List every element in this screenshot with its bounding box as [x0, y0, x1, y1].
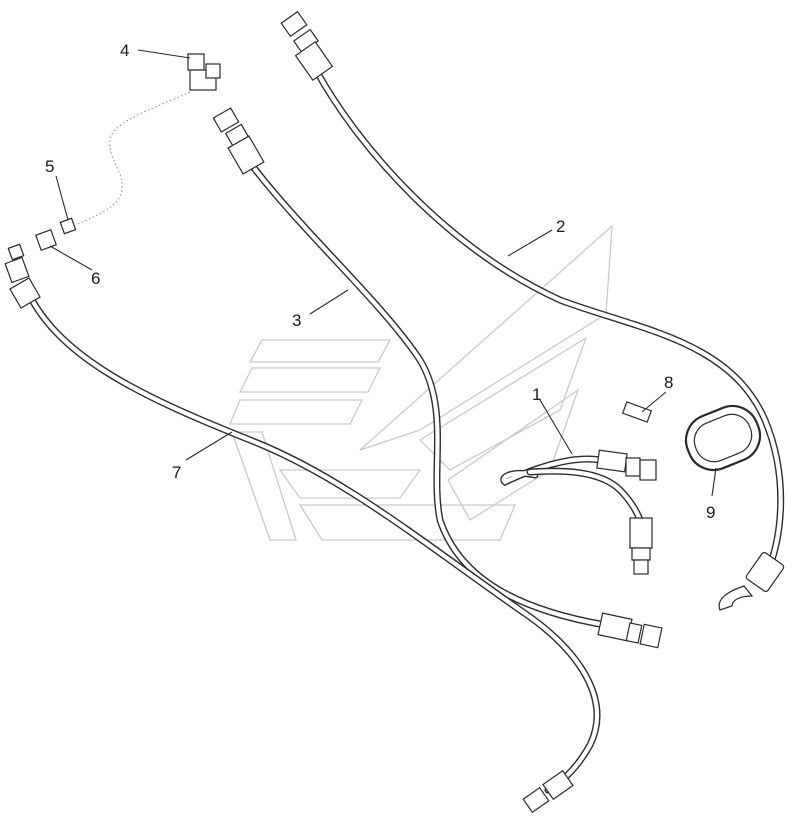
callout-8: 8	[664, 373, 673, 392]
callout-3: 3	[292, 311, 301, 330]
hose-2-ferrule	[294, 40, 334, 82]
leader-9	[711, 467, 717, 497]
part-9-gasket	[684, 404, 762, 472]
part-8	[621, 401, 653, 423]
fitting-4-top	[187, 53, 205, 71]
hose-7-end-ferrule	[542, 769, 574, 801]
part-6	[34, 228, 58, 252]
hose-1-nut-b	[633, 559, 649, 575]
hose-1-nut-a	[639, 459, 657, 481]
leader-8	[641, 391, 667, 413]
hose-7-end-nut	[522, 786, 550, 814]
leader-7	[185, 431, 233, 461]
fitting-4-tee	[187, 53, 221, 91]
hose-7-nut	[7, 243, 25, 261]
hose-3-ferrule	[227, 135, 265, 175]
hose-3	[212, 107, 663, 649]
leader-1	[539, 399, 573, 455]
hose-1	[500, 449, 657, 575]
callout-6: 6	[91, 269, 100, 288]
leader-5	[55, 175, 69, 221]
hose-7-ferrule	[9, 277, 41, 309]
hose-1-ferrule-b	[629, 517, 653, 549]
hose-2	[280, 10, 785, 611]
fitting-4-side	[205, 63, 221, 79]
hose-7-elbow	[4, 256, 30, 284]
hose-2-end-ferrule	[745, 552, 785, 592]
leader-4	[137, 49, 191, 59]
hose-1-ferrule-a	[596, 449, 628, 473]
callout-4: 4	[120, 41, 129, 60]
assembly-dotted-line	[77, 91, 191, 225]
callout-1: 1	[532, 385, 541, 404]
leader-2	[507, 229, 553, 257]
callout-2: 2	[556, 217, 565, 236]
leader-3	[309, 289, 349, 315]
hose-1-hex-b	[631, 547, 651, 561]
hose-1-hex-a	[625, 457, 641, 477]
hose-2-nut	[280, 10, 308, 38]
leader-6	[49, 245, 93, 271]
part-5	[59, 217, 77, 235]
hose-3-end-nut	[639, 623, 663, 649]
callout-9: 9	[706, 503, 715, 522]
hose-3-nut	[212, 107, 240, 133]
watermark-logo	[229, 224, 613, 541]
hose-7	[4, 243, 601, 814]
callout-7: 7	[172, 463, 181, 482]
callout-5: 5	[45, 157, 54, 176]
hose-3-end-hex	[625, 622, 643, 644]
hose-2-elbow	[718, 585, 754, 611]
